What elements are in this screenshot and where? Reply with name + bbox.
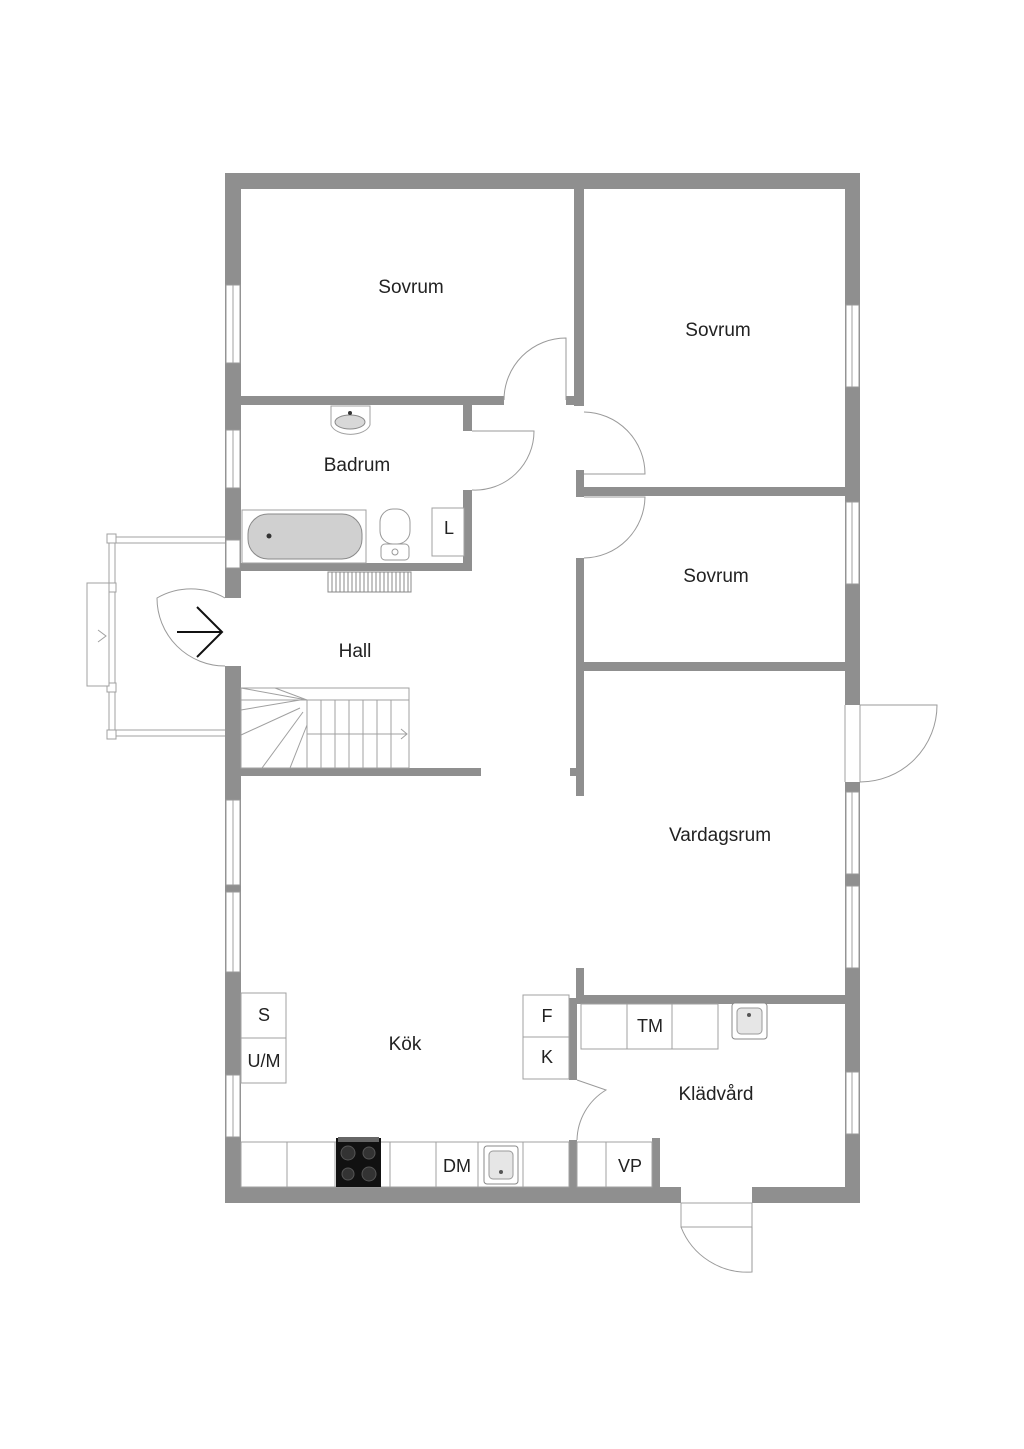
room-label-sovrum-1: Sovrum <box>378 277 443 298</box>
bathroom-fixtures: L <box>241 405 465 593</box>
dryer-label: TM <box>637 1016 663 1036</box>
entrance-porch <box>86 533 225 740</box>
oven-um-label: U/M <box>248 1051 281 1071</box>
doors <box>156 337 938 1273</box>
kitchen-fixtures: S U/M F K DM <box>240 992 570 1188</box>
dishwasher-label: DM <box>443 1156 471 1176</box>
room-label-vardagsrum: Vardagsrum <box>669 825 771 846</box>
room-label-kladvard: Klädvård <box>679 1084 754 1105</box>
room-label-badrum: Badrum <box>324 455 391 476</box>
room-label-sovrum-2: Sovrum <box>685 320 750 341</box>
interior-walls <box>225 188 846 1188</box>
laundry-label: L <box>444 518 454 538</box>
stove-s-label: S <box>258 1005 270 1025</box>
room-label-sovrum-3: Sovrum <box>683 566 748 587</box>
arrow-right-icon <box>177 606 224 658</box>
chevron-right-icon <box>400 728 408 740</box>
right-windows <box>844 304 861 1135</box>
room-label-hall: Hall <box>339 641 372 662</box>
room-label-kok: Kök <box>389 1034 422 1055</box>
fridge-label: F <box>542 1006 553 1026</box>
left-windows <box>225 284 241 1138</box>
freezer-label: K <box>541 1047 553 1067</box>
staircase <box>240 687 410 769</box>
room-labels: Sovrum Sovrum Sovrum Badrum Hall Vardags… <box>324 277 771 1105</box>
laundry-fixtures: TM VP <box>576 1002 768 1188</box>
water-heater-label: VP <box>618 1156 642 1176</box>
